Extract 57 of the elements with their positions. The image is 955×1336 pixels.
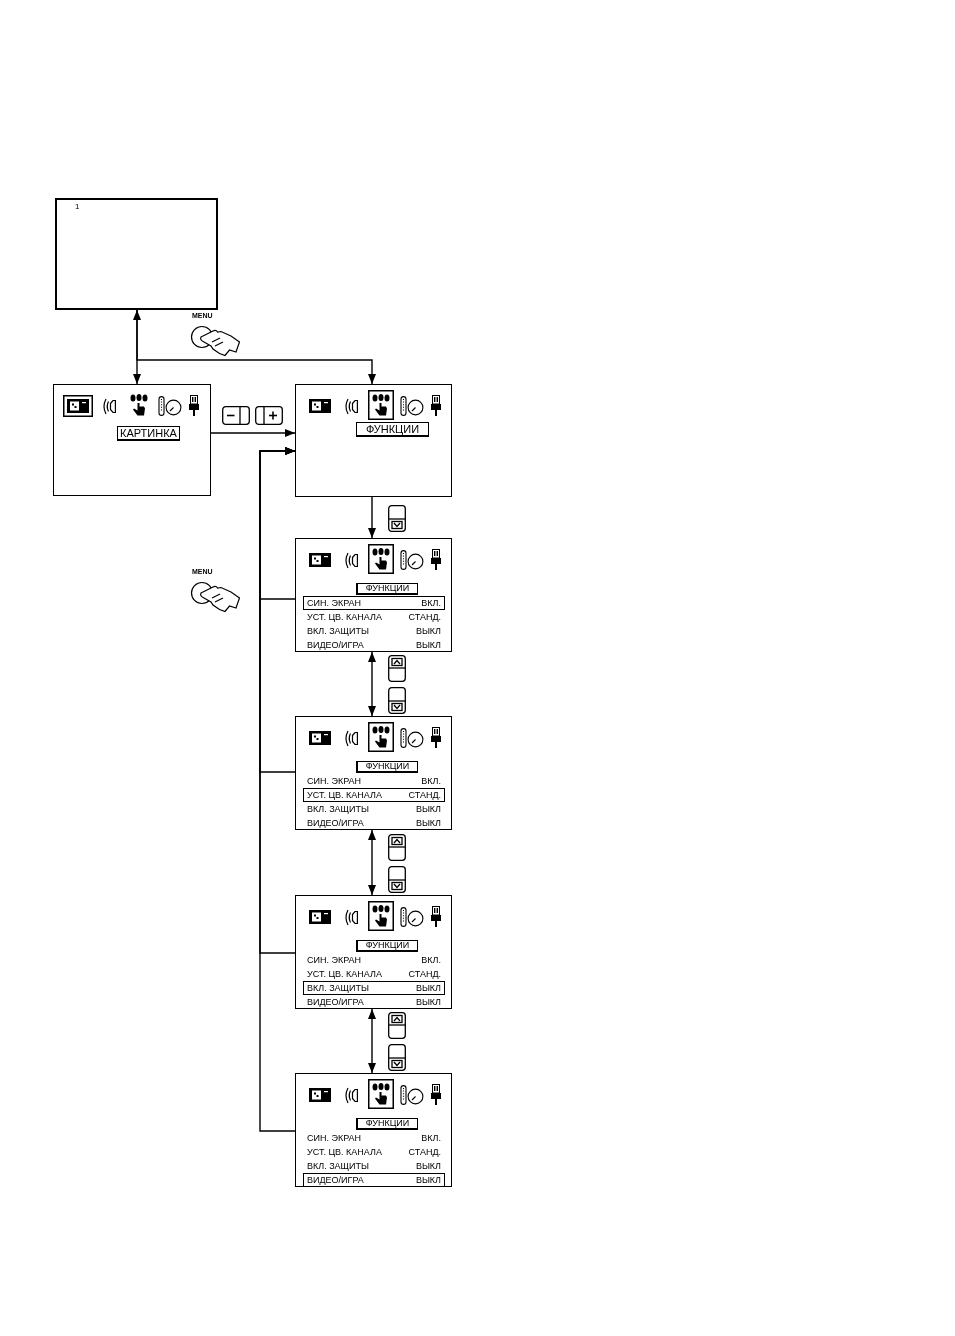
menu-item-value: ВКЛ. [421, 1132, 441, 1144]
highlighted-menu-row [303, 1173, 445, 1187]
menu-item-value: ВЫКЛ [415, 1174, 441, 1186]
menu-title-box: ФУНКЦИИ [356, 761, 418, 773]
menu-item-label: УСТ. ЦВ. КАНАЛА [307, 611, 382, 623]
menu-title-box: ФУНКЦИИ [356, 940, 418, 952]
menu-screen [295, 1073, 452, 1187]
menu-item-value: ВЫКЛ [415, 803, 441, 815]
menu-item-label: СИН. ЭКРАН [307, 597, 362, 609]
menu-item-label: ВИДЕО/ИГРА [307, 1174, 364, 1186]
arrow [368, 496, 376, 539]
menu-item-value: СТАНД. [408, 789, 441, 801]
menu-item-value: ВЫКЛ [415, 625, 441, 637]
channel-number: 1 [75, 202, 80, 212]
menu-item-value: ВКЛ. [421, 954, 441, 966]
menu-item-value: ВЫКЛ [415, 996, 441, 1008]
menu-screen [295, 384, 452, 497]
menu-item-label: СИН. ЭКРАН [307, 954, 362, 966]
menu-item-label: ВКЛ. ЗАЩИТЫ [307, 803, 369, 815]
menu-item-label: ВКЛ. ЗАЩИТЫ [307, 1160, 369, 1172]
menu-item-label: ВИДЕО/ИГРА [307, 817, 364, 829]
menu-item-label: ВИДЕО/ИГРА [307, 996, 364, 1008]
menu-item-label: УСТ. ЦВ. КАНАЛА [307, 1146, 382, 1158]
menu-title-box: ФУНКЦИИ [356, 583, 418, 595]
highlighted-menu-row [303, 981, 445, 995]
menu-item-label: ВКЛ. ЗАЩИТЫ [307, 982, 369, 994]
menu-screen [295, 716, 452, 830]
arrow [259, 447, 296, 1132]
double-arrow [368, 651, 376, 717]
menu-item-value: ВКЛ. [421, 597, 441, 609]
menu-item-value: СТАНД. [408, 611, 441, 623]
highlighted-menu-row [303, 596, 445, 610]
menu-item-value: ВЫКЛ [415, 1160, 441, 1172]
tv-screen [55, 198, 218, 310]
menu-item-label: СИН. ЭКРАН [307, 775, 362, 787]
menu-item-label: ВИДЕО/ИГРА [307, 639, 364, 651]
menu-item-value: ВЫКЛ [415, 817, 441, 829]
menu-item-value: СТАНД. [408, 1146, 441, 1158]
menu-item-label: УСТ. ЦВ. КАНАЛА [307, 789, 382, 801]
menu-item-value: ВКЛ. [421, 775, 441, 787]
highlighted-menu-row [303, 788, 445, 802]
menu-item-value: ВЫКЛ [415, 982, 441, 994]
menu-title-box: ФУНКЦИИ [356, 422, 429, 437]
menu-item-label: ВКЛ. ЗАЩИТЫ [307, 625, 369, 637]
menu-title-box: ФУНКЦИИ [356, 1118, 418, 1130]
double-arrow [368, 1008, 376, 1074]
menu-item-value: СТАНД. [408, 968, 441, 980]
menu-screen [53, 384, 211, 496]
menu-screen [295, 895, 452, 1009]
arrow [210, 429, 296, 437]
arrow [136, 309, 376, 385]
menu-item-label: СИН. ЭКРАН [307, 1132, 362, 1144]
menu-screen [295, 538, 452, 652]
menu-item-label: УСТ. ЦВ. КАНАЛА [307, 968, 382, 980]
menu-title-box: КАРТИНКА [117, 426, 180, 441]
menu-item-value: ВЫКЛ [415, 639, 441, 651]
double-arrow [368, 829, 376, 896]
